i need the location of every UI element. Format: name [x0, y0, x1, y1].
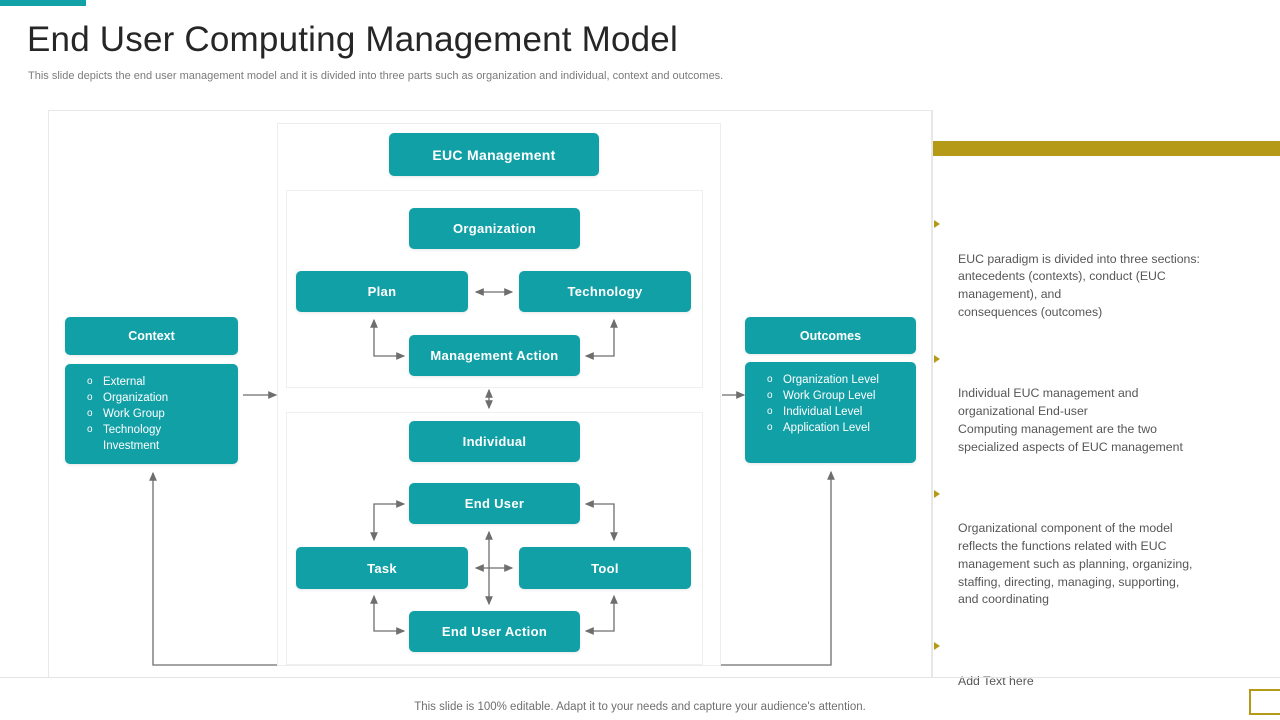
notes-panel: EUC paradigm is divided into three secti…: [930, 215, 1270, 713]
triangle-bullet-icon: [934, 642, 940, 651]
list-item: o Individual Level: [767, 404, 916, 420]
corner-accent-box: [1249, 689, 1280, 715]
right-panel-divider: [932, 110, 933, 678]
list-item: o Work Group: [87, 406, 238, 422]
circle-bullet-icon: o: [87, 408, 93, 419]
node-end-user-action[interactable]: End User Action: [409, 611, 580, 652]
outcomes-item-label: Organization Level: [783, 374, 879, 386]
context-item-label: Technology Investment: [103, 424, 162, 452]
list-item: o Organization Level: [767, 372, 916, 388]
note-bullet: Individual EUC management and organizati…: [930, 350, 1270, 457]
triangle-bullet-icon: [934, 220, 940, 228]
circle-bullet-icon: o: [767, 422, 773, 433]
footer-divider: [0, 677, 1280, 678]
context-item-label: Work Group: [103, 408, 165, 420]
note-bullet-text: Individual EUC management and organizati…: [958, 386, 1183, 454]
node-end-user[interactable]: End User: [409, 483, 580, 524]
node-task[interactable]: Task: [296, 547, 468, 589]
circle-bullet-icon: o: [87, 376, 93, 387]
context-header[interactable]: Context: [65, 317, 238, 355]
list-item: o Application Level: [767, 420, 916, 436]
note-bullet: EUC paradigm is divided into three secti…: [930, 215, 1270, 322]
triangle-bullet-icon: [934, 354, 940, 363]
node-euc-management[interactable]: EUC Management: [389, 133, 599, 176]
note-bullet-text: EUC paradigm is divided into three secti…: [958, 251, 1200, 319]
footer-note: This slide is 100% editable. Adapt it to…: [414, 701, 866, 713]
node-management-action[interactable]: Management Action: [409, 335, 580, 376]
context-item-label: External: [103, 376, 146, 388]
circle-bullet-icon: o: [767, 374, 773, 385]
list-item: o Work Group Level: [767, 388, 916, 404]
note-bullet: Organizational component of the model re…: [930, 485, 1270, 610]
note-bullet-text: Add Text here: [958, 673, 1034, 688]
note-bullet-text: Organizational component of the model re…: [958, 521, 1193, 607]
context-item-label: Organization: [103, 392, 169, 404]
top-accent-bar: [0, 0, 86, 6]
node-individual[interactable]: Individual: [409, 421, 580, 462]
gold-accent-bar: [933, 141, 1280, 156]
circle-bullet-icon: o: [767, 390, 773, 401]
page-subtitle: This slide depicts the end user manageme…: [28, 70, 724, 82]
note-bullet[interactable]: Add Text here: [930, 637, 1270, 690]
outcomes-item-label: Individual Level: [783, 406, 863, 418]
triangle-bullet-icon: [934, 489, 940, 498]
node-plan[interactable]: Plan: [296, 271, 468, 312]
circle-bullet-icon: o: [87, 392, 93, 403]
node-organization[interactable]: Organization: [409, 208, 580, 249]
circle-bullet-icon: o: [767, 406, 773, 417]
outcomes-header[interactable]: Outcomes: [745, 317, 916, 354]
outcomes-item-label: Work Group Level: [783, 390, 876, 402]
circle-bullet-icon: o: [87, 424, 93, 435]
list-item: o Organization: [87, 390, 238, 406]
list-item: o External: [87, 374, 238, 390]
node-tool[interactable]: Tool: [519, 547, 691, 589]
outcomes-item-label: Application Level: [783, 422, 870, 434]
node-technology[interactable]: Technology: [519, 271, 691, 312]
page-title: End User Computing Management Model: [27, 20, 678, 59]
list-item: o Technology Investment: [87, 422, 238, 454]
